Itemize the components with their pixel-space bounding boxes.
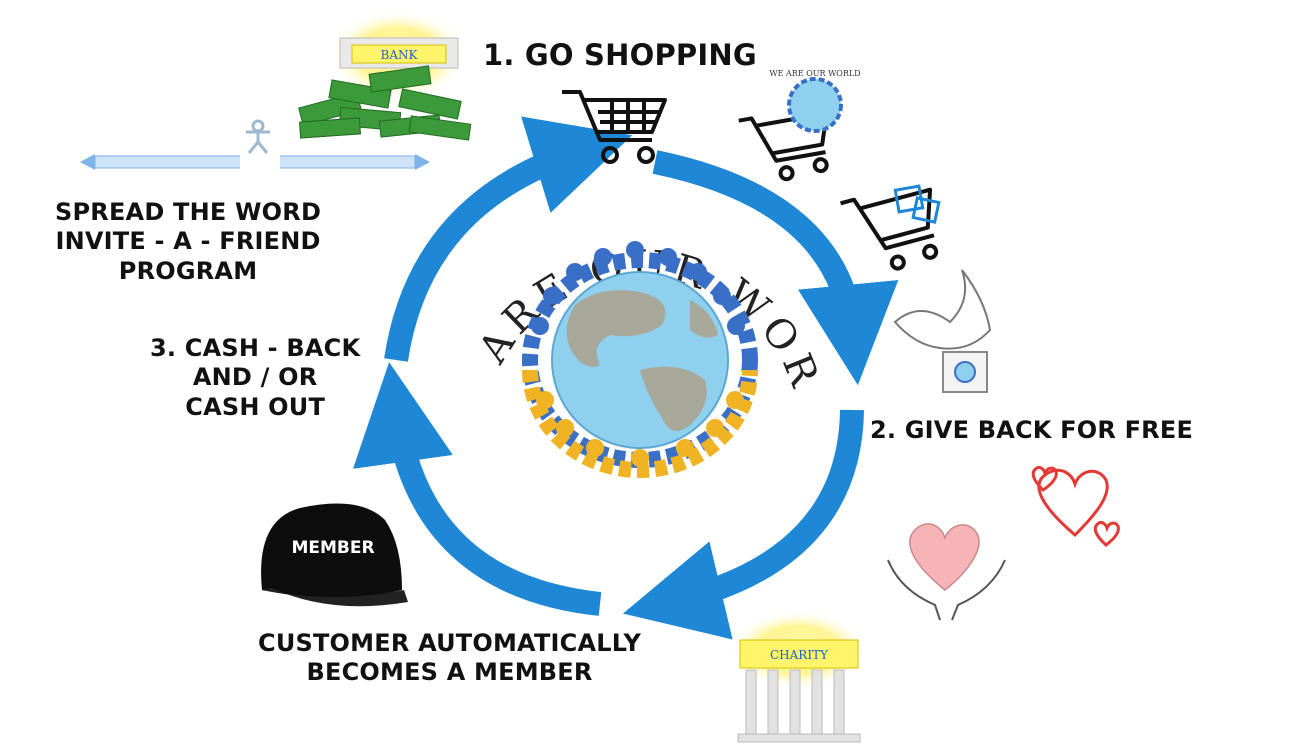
people-figures [531,241,745,335]
cap-text: MEMBER [291,538,374,558]
people-figures-gold [536,391,744,467]
spread-line-3: PROGRAM [118,256,258,285]
box-icon-2 [911,196,941,224]
member-cap-icon: MEMBER [261,503,408,607]
cycle-arrows [353,116,899,640]
spread-the-word-label: SPREAD THE WORD INVITE - A - FRIEND PROG… [55,198,321,286]
cash-back-line-2: AND / OR [192,363,318,392]
arrow-shopping-to-giveback [652,150,899,386]
cart-icon [562,90,667,164]
money-stack-icon [298,65,472,141]
spread-line-1: SPREAD THE WORD [55,198,322,226]
arrow-member-to-cashback [353,362,602,616]
bank-icon: BANK [298,10,472,141]
small-logo-globe [787,77,843,133]
invite-slider-icon [80,119,430,174]
cash-back-line-3: CASH OUT [185,392,326,421]
charity-sign-text: CHARITY [770,648,829,662]
spread-line-2: INVITE - A - FRIEND [55,227,321,256]
dove-icon [893,269,992,393]
globe-land-south [640,366,707,432]
person-icon [246,119,270,154]
member-line-2: BECOMES A MEMBER [306,658,593,687]
cart-with-logo-icon: WE ARE OUR WORLD [738,69,861,182]
member-line-1: CUSTOMER AUTOMATICALLY [258,629,642,657]
arrow-giveback-to-member [622,409,864,640]
globe-land-east [690,300,718,338]
charity-building-icon: CHARITY [728,610,868,743]
globe-land-north [566,290,666,367]
step-3-cash-back: 3. CASH - BACK AND / OR CASH OUT [150,334,360,422]
bank-sign-text: BANK [381,48,419,62]
arrow-cashback-to-shopping [384,116,633,362]
cash-back-line-1: 3. CASH - BACK [150,334,361,362]
outline-hearts-icon [1031,466,1120,547]
cart-with-boxes-icon [840,184,941,271]
heart-in-hands-icon [887,523,1006,621]
small-logo-text: WE ARE OUR WORLD [769,69,860,78]
step-1-go-shopping: 1. GO SHOPPING [483,38,757,72]
member-step-label: CUSTOMER AUTOMATICALLY BECOMES A MEMBER [258,629,641,688]
box-icon [893,184,925,214]
step-2-give-back: 2. GIVE BACK FOR FREE [870,416,1194,444]
people-ring-gold [522,369,758,478]
